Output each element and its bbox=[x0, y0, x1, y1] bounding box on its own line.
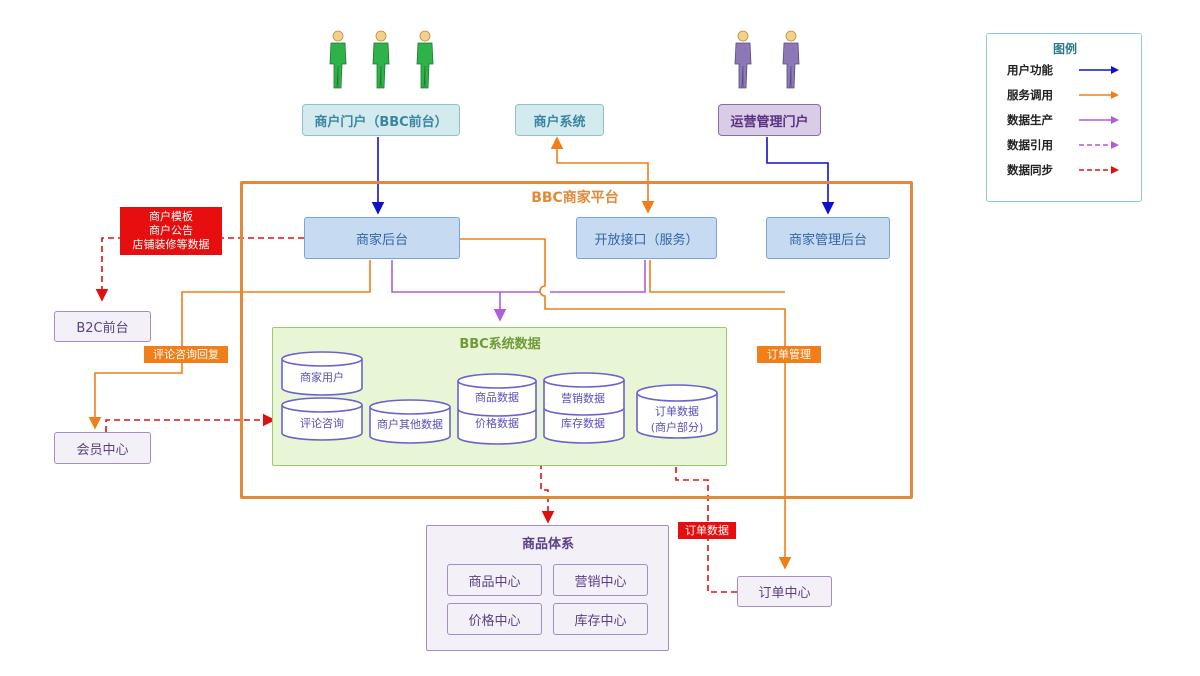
link-system-open-api bbox=[550, 136, 655, 214]
merchant-admin[interactable]: 商家管理后台 bbox=[766, 217, 890, 259]
bbc-platform-frame bbox=[240, 181, 913, 499]
db-marketing-icon bbox=[543, 380, 625, 444]
product-center[interactable]: 商品中心 bbox=[447, 564, 542, 596]
legend-label: 数据引用 bbox=[1007, 137, 1053, 152]
legend-label: 用户功能 bbox=[1007, 62, 1053, 77]
order-mgmt-tag: 订单管理 bbox=[757, 346, 821, 363]
link-openapi-data bbox=[550, 260, 646, 293]
merchant-system[interactable]: 商户系统 bbox=[515, 104, 604, 136]
legend-label: 数据同步 bbox=[1007, 162, 1053, 177]
db-order-icon bbox=[636, 393, 718, 439]
legend: 图例 用户功能 服务调用 数据生产 数据引用 数据同步 bbox=[986, 33, 1142, 202]
ops-portal[interactable]: 运营管理门户 bbox=[718, 104, 821, 136]
database-cylinders bbox=[281, 351, 718, 445]
db-merchant-user-icon bbox=[281, 359, 363, 396]
operators-icon bbox=[734, 30, 800, 89]
order-center[interactable]: 订单中心 bbox=[737, 576, 832, 607]
merchant-tag-line3: 店铺装修等数据 bbox=[132, 238, 210, 251]
merchant-portal[interactable]: 商户门户（BBC前台） bbox=[302, 104, 460, 136]
legend-item-data-produce: 数据生产 bbox=[1007, 107, 1141, 132]
db-product-icon bbox=[457, 381, 537, 445]
b2c-front[interactable]: B2C前台 bbox=[54, 311, 151, 342]
arrow-solid-purple-icon bbox=[1079, 115, 1119, 124]
link-backend-to-b2c bbox=[95, 237, 304, 302]
marketing-center[interactable]: 营销中心 bbox=[553, 564, 648, 596]
legend-item-data-sync: 数据同步 bbox=[1007, 157, 1141, 182]
db-product-data: 商品数据 bbox=[475, 391, 519, 404]
legend-title: 图例 bbox=[1052, 42, 1077, 56]
member-center[interactable]: 会员中心 bbox=[54, 432, 151, 464]
merchant-tag-line1: 商户模板 bbox=[149, 210, 193, 223]
review-reply-tag: 评论咨询回复 bbox=[144, 346, 228, 363]
legend-item-data-reference: 数据引用 bbox=[1007, 132, 1141, 157]
legend-item-user-func: 用户功能 bbox=[1007, 57, 1141, 82]
merchant-users-icon bbox=[329, 30, 434, 89]
link-backend-data bbox=[391, 260, 540, 293]
link-ops-to-admin bbox=[766, 137, 835, 215]
db-order-data-line1: 订单数据 bbox=[655, 405, 699, 418]
db-other-icon bbox=[369, 407, 451, 444]
legend-label: 服务调用 bbox=[1007, 87, 1053, 102]
price-center[interactable]: 价格中心 bbox=[447, 603, 542, 635]
data-title: BBC系统数据 bbox=[459, 336, 541, 352]
link-data-to-product-system bbox=[534, 441, 555, 524]
merchant-data-tag: 商户模板 商户公告 店铺装修等数据 bbox=[120, 207, 222, 255]
link-backend-to-member bbox=[88, 260, 371, 430]
inventory-center[interactable]: 库存中心 bbox=[553, 603, 648, 635]
legend-label: 数据生产 bbox=[1007, 112, 1053, 127]
db-price-data: 价格数据 bbox=[475, 417, 519, 430]
db-review-consult: 评论咨询 bbox=[300, 417, 344, 430]
arrow-solid-blue-icon bbox=[1079, 65, 1119, 74]
db-merchant-user: 商家用户 bbox=[300, 371, 344, 384]
arrow-dashed-red-icon bbox=[1079, 165, 1119, 174]
platform-title: BBC商家平台 bbox=[531, 190, 619, 206]
link-backend-to-order bbox=[460, 238, 792, 570]
link-openapi-to-order bbox=[649, 260, 785, 293]
product-system-title: 商品体系 bbox=[521, 536, 574, 552]
db-order-data-line2: (商户部分) bbox=[650, 421, 704, 434]
merchant-backend[interactable]: 商家后台 bbox=[304, 217, 460, 259]
db-merchant-other: 商户其他数据 bbox=[377, 418, 443, 431]
link-order-to-orderdata bbox=[669, 443, 737, 593]
db-inventory-data: 库存数据 bbox=[561, 417, 605, 430]
link-member-to-review bbox=[105, 413, 276, 432]
arrow-solid-orange-icon bbox=[1079, 90, 1119, 99]
order-data-tag: 订单数据 bbox=[678, 522, 736, 539]
arrow-dashed-purple-icon bbox=[1079, 140, 1119, 149]
merchant-tag-line2: 商户公告 bbox=[149, 224, 193, 237]
db-review-icon bbox=[281, 405, 363, 441]
legend-item-service-call: 服务调用 bbox=[1007, 82, 1141, 107]
open-api[interactable]: 开放接口（服务） bbox=[576, 217, 717, 259]
db-marketing-data: 营销数据 bbox=[561, 392, 605, 405]
